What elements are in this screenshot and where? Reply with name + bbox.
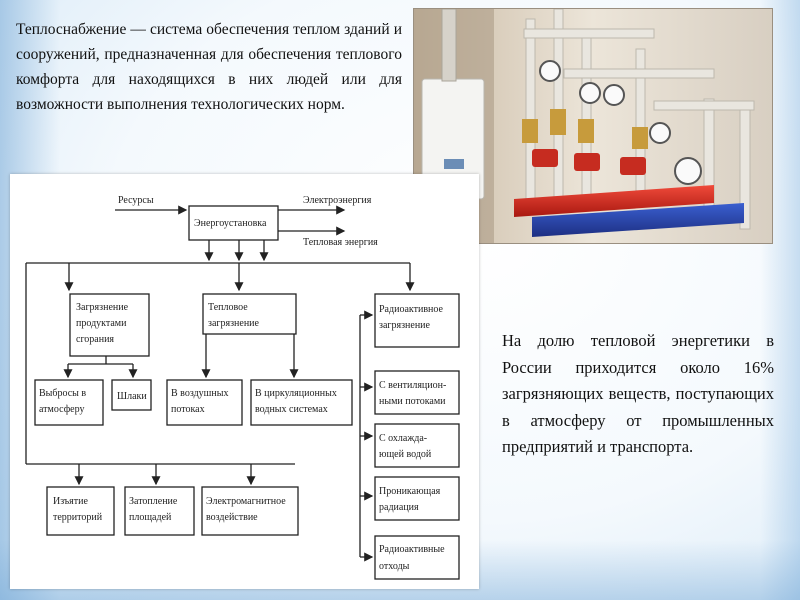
box-emissions — [35, 380, 103, 425]
box-ventilation — [375, 371, 459, 414]
label-penetrating-2: радиация — [379, 502, 419, 513]
label-resources: Ресурсы — [118, 195, 154, 206]
label-penetrating-1: Проникающая — [379, 486, 441, 497]
label-radioactive-2: загрязнение — [379, 320, 431, 331]
label-flooding-1: Затопление — [129, 496, 178, 507]
label-cooling-1: С охлажда- — [379, 433, 427, 444]
box-cooling-water — [375, 424, 459, 467]
box-land — [47, 487, 114, 535]
label-water-2: водных системах — [255, 404, 328, 415]
label-air-2: потоках — [171, 404, 205, 415]
label-em-2: воздействие — [206, 512, 258, 523]
label-thermal-2: загрязнение — [208, 318, 260, 329]
label-water-1: В циркуляционных — [255, 388, 337, 399]
label-electricity: Электроэнергия — [303, 195, 372, 206]
label-flooding-2: площадей — [129, 512, 172, 523]
label-radioactive-1: Радиоактивное — [379, 304, 444, 315]
label-em-1: Электромагнитное — [206, 496, 286, 507]
box-water-systems — [251, 380, 352, 425]
label-thermal-1: Тепловое — [208, 302, 248, 313]
label-land-1: Изъятие — [53, 496, 88, 507]
box-em — [202, 487, 298, 535]
box-air-flows — [167, 380, 242, 425]
box-flooding — [125, 487, 194, 535]
label-air-1: В воздушных — [171, 388, 228, 399]
label-combustion-2: продуктами — [76, 318, 127, 329]
label-waste-2: отходы — [379, 561, 410, 572]
pollution-scheme-diagram: Ресурсы Электроэнергия Тепловая энергия … — [10, 174, 479, 589]
intro-paragraph: Теплоснабжение — система обеспечения теп… — [16, 17, 402, 117]
label-emissions-2: атмосферу — [39, 404, 84, 415]
label-combustion-1: Загрязнение — [76, 302, 129, 313]
label-heat-energy: Тепловая энергия — [303, 237, 378, 248]
label-ventilation-1: С вентиляцион- — [379, 380, 446, 391]
label-slag: Шлаки — [117, 391, 147, 402]
label-land-2: территорий — [53, 512, 103, 523]
label-emissions-1: Выбросы в — [39, 388, 86, 399]
side-paragraph: На долю тепловой энергетики в России при… — [502, 328, 774, 461]
label-combustion-3: сгорания — [76, 334, 114, 345]
label-waste-1: Радиоактивные — [379, 544, 445, 555]
label-power-plant: Энергоустановка — [194, 218, 267, 229]
box-penetrating — [375, 477, 459, 520]
box-radio-waste — [375, 536, 459, 579]
label-ventilation-2: ными потоками — [379, 396, 446, 407]
label-cooling-2: ющей водой — [379, 449, 432, 460]
